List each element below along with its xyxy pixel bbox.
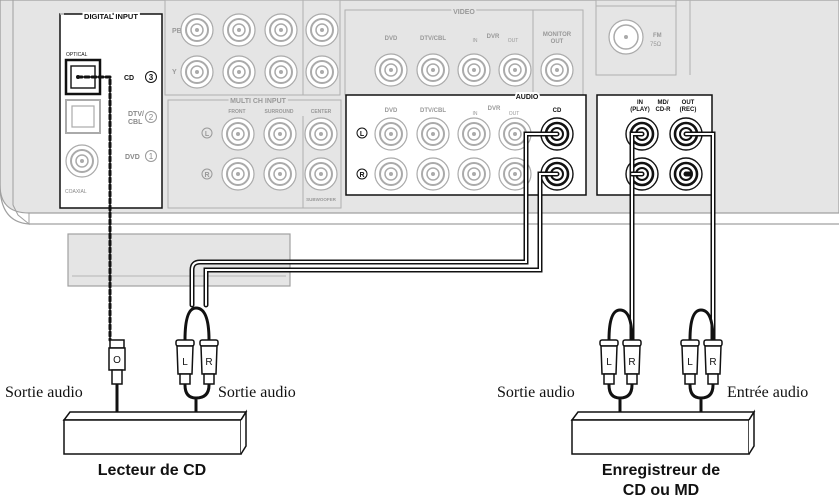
audio-in-label: IN — [473, 111, 478, 117]
multi-l-marker: L — [205, 131, 210, 138]
coaxial-jack-dvd — [65, 144, 99, 178]
audio-r-marker: R — [359, 172, 364, 179]
video-out-label: OUT — [508, 38, 519, 44]
video-dvd-label: DVD — [385, 36, 398, 42]
audio-title: AUDIO — [516, 94, 539, 101]
cd-player-device — [62, 409, 248, 455]
front-label: FRONT — [228, 109, 245, 115]
md-in-plug-r-label: R — [628, 357, 635, 368]
digital-dtv-number: 2 — [149, 113, 154, 122]
fm-label: FM — [653, 33, 662, 39]
multi-ch-input-section: MULTI CH INPUT FRONT SURROUND CENTER SUB… — [167, 96, 342, 209]
multi-r-marker: R — [204, 172, 209, 179]
md-in-plug-l-label: L — [606, 357, 612, 368]
fm-ohm-label: 75Ω — [650, 42, 662, 48]
md-out-plug-r-label: R — [709, 357, 716, 368]
recorder-device — [570, 409, 756, 455]
out-rec-label-1: OUT — [682, 100, 695, 106]
md-in-plug-l: L — [599, 339, 619, 385]
video-title: VIDEO — [453, 9, 475, 16]
md-cdr-label-2: CD-R — [656, 107, 672, 113]
multi-ch-title: MULTI CH INPUT — [230, 98, 287, 105]
center-label: CENTER — [311, 109, 332, 115]
entree-audio-label: Entrée audio — [727, 384, 808, 401]
monitor-out-label-2: OUT — [551, 39, 564, 45]
audio-cd-label: CD — [553, 108, 562, 114]
surround-label: SURROUND — [265, 109, 294, 115]
audio-section: AUDIO DVD DTV/CBL IN DVR OUT CD IN (PLAY… — [345, 92, 713, 196]
md-out-plug-l: L — [680, 339, 700, 385]
recorder-label-line2: CD ou MD — [623, 482, 699, 499]
pb-label: PB — [172, 28, 182, 35]
optical-label: OPTICAL — [66, 52, 88, 58]
audio-dvr-label: DVR — [488, 106, 501, 112]
y-label: Y — [172, 69, 177, 76]
in-play-label-2: (PLAY) — [630, 107, 649, 113]
cd-plug-r-label: R — [205, 357, 212, 368]
md-out-plug-r: R — [703, 339, 723, 385]
cd-player-label: Lecteur de CD — [98, 462, 206, 479]
cd-cable-r — [203, 171, 560, 308]
digital-cbl-label: CBL — [128, 119, 143, 126]
digital-dvd-label: DVD — [125, 154, 140, 161]
digital-cd-label: CD — [124, 75, 134, 82]
coaxial-label: COAXIAL — [65, 189, 87, 195]
cd-cable-l — [189, 131, 560, 308]
optical-plug: O — [108, 339, 126, 385]
digital-dvd-number: 1 — [149, 152, 154, 161]
digital-dtv-label: DTV/ — [128, 111, 144, 118]
md-out-plug-l-label: L — [687, 357, 693, 368]
out-rec-label-2: (REC) — [680, 107, 697, 113]
optical-plug-o: O — [113, 355, 121, 366]
audio-dtv-label: DTV/CBL — [420, 108, 446, 114]
cd-plug-l-label: L — [182, 357, 188, 368]
component-video-section: PB Y — [164, 0, 341, 96]
md-in-plug-r: R — [622, 339, 642, 385]
audio-dvd-label: DVD — [385, 108, 398, 114]
sortie-audio-recorder-label: Sortie audio — [497, 384, 575, 401]
optical-jack-dtv — [65, 99, 101, 134]
sortie-audio-cd-label: Sortie audio — [218, 384, 296, 401]
video-dvr-label: DVR — [487, 34, 500, 40]
video-dtv-label: DTV/CBL — [420, 36, 446, 42]
sortie-audio-optical-label: Sortie audio — [5, 384, 83, 401]
in-play-label-1: IN — [637, 100, 643, 106]
fm-antenna-section: FM 75Ω — [595, 0, 691, 76]
md-cdr-label-1: MD/ — [658, 100, 669, 106]
audio-l-marker: L — [360, 131, 365, 138]
cd-plug-r: R — [199, 339, 219, 385]
digital-cd-number: 3 — [149, 73, 154, 82]
cd-plug-l: L — [175, 339, 195, 385]
video-in-label: IN — [473, 38, 478, 44]
subwoofer-label: SUBWOOFER — [306, 197, 336, 202]
recorder-label-line1: Enregistreur de — [602, 462, 720, 479]
monitor-out-label-1: MONITOR — [543, 32, 572, 38]
audio-out-label: OUT — [509, 111, 520, 117]
digital-input-title: DIGITAL INPUT — [84, 12, 138, 21]
